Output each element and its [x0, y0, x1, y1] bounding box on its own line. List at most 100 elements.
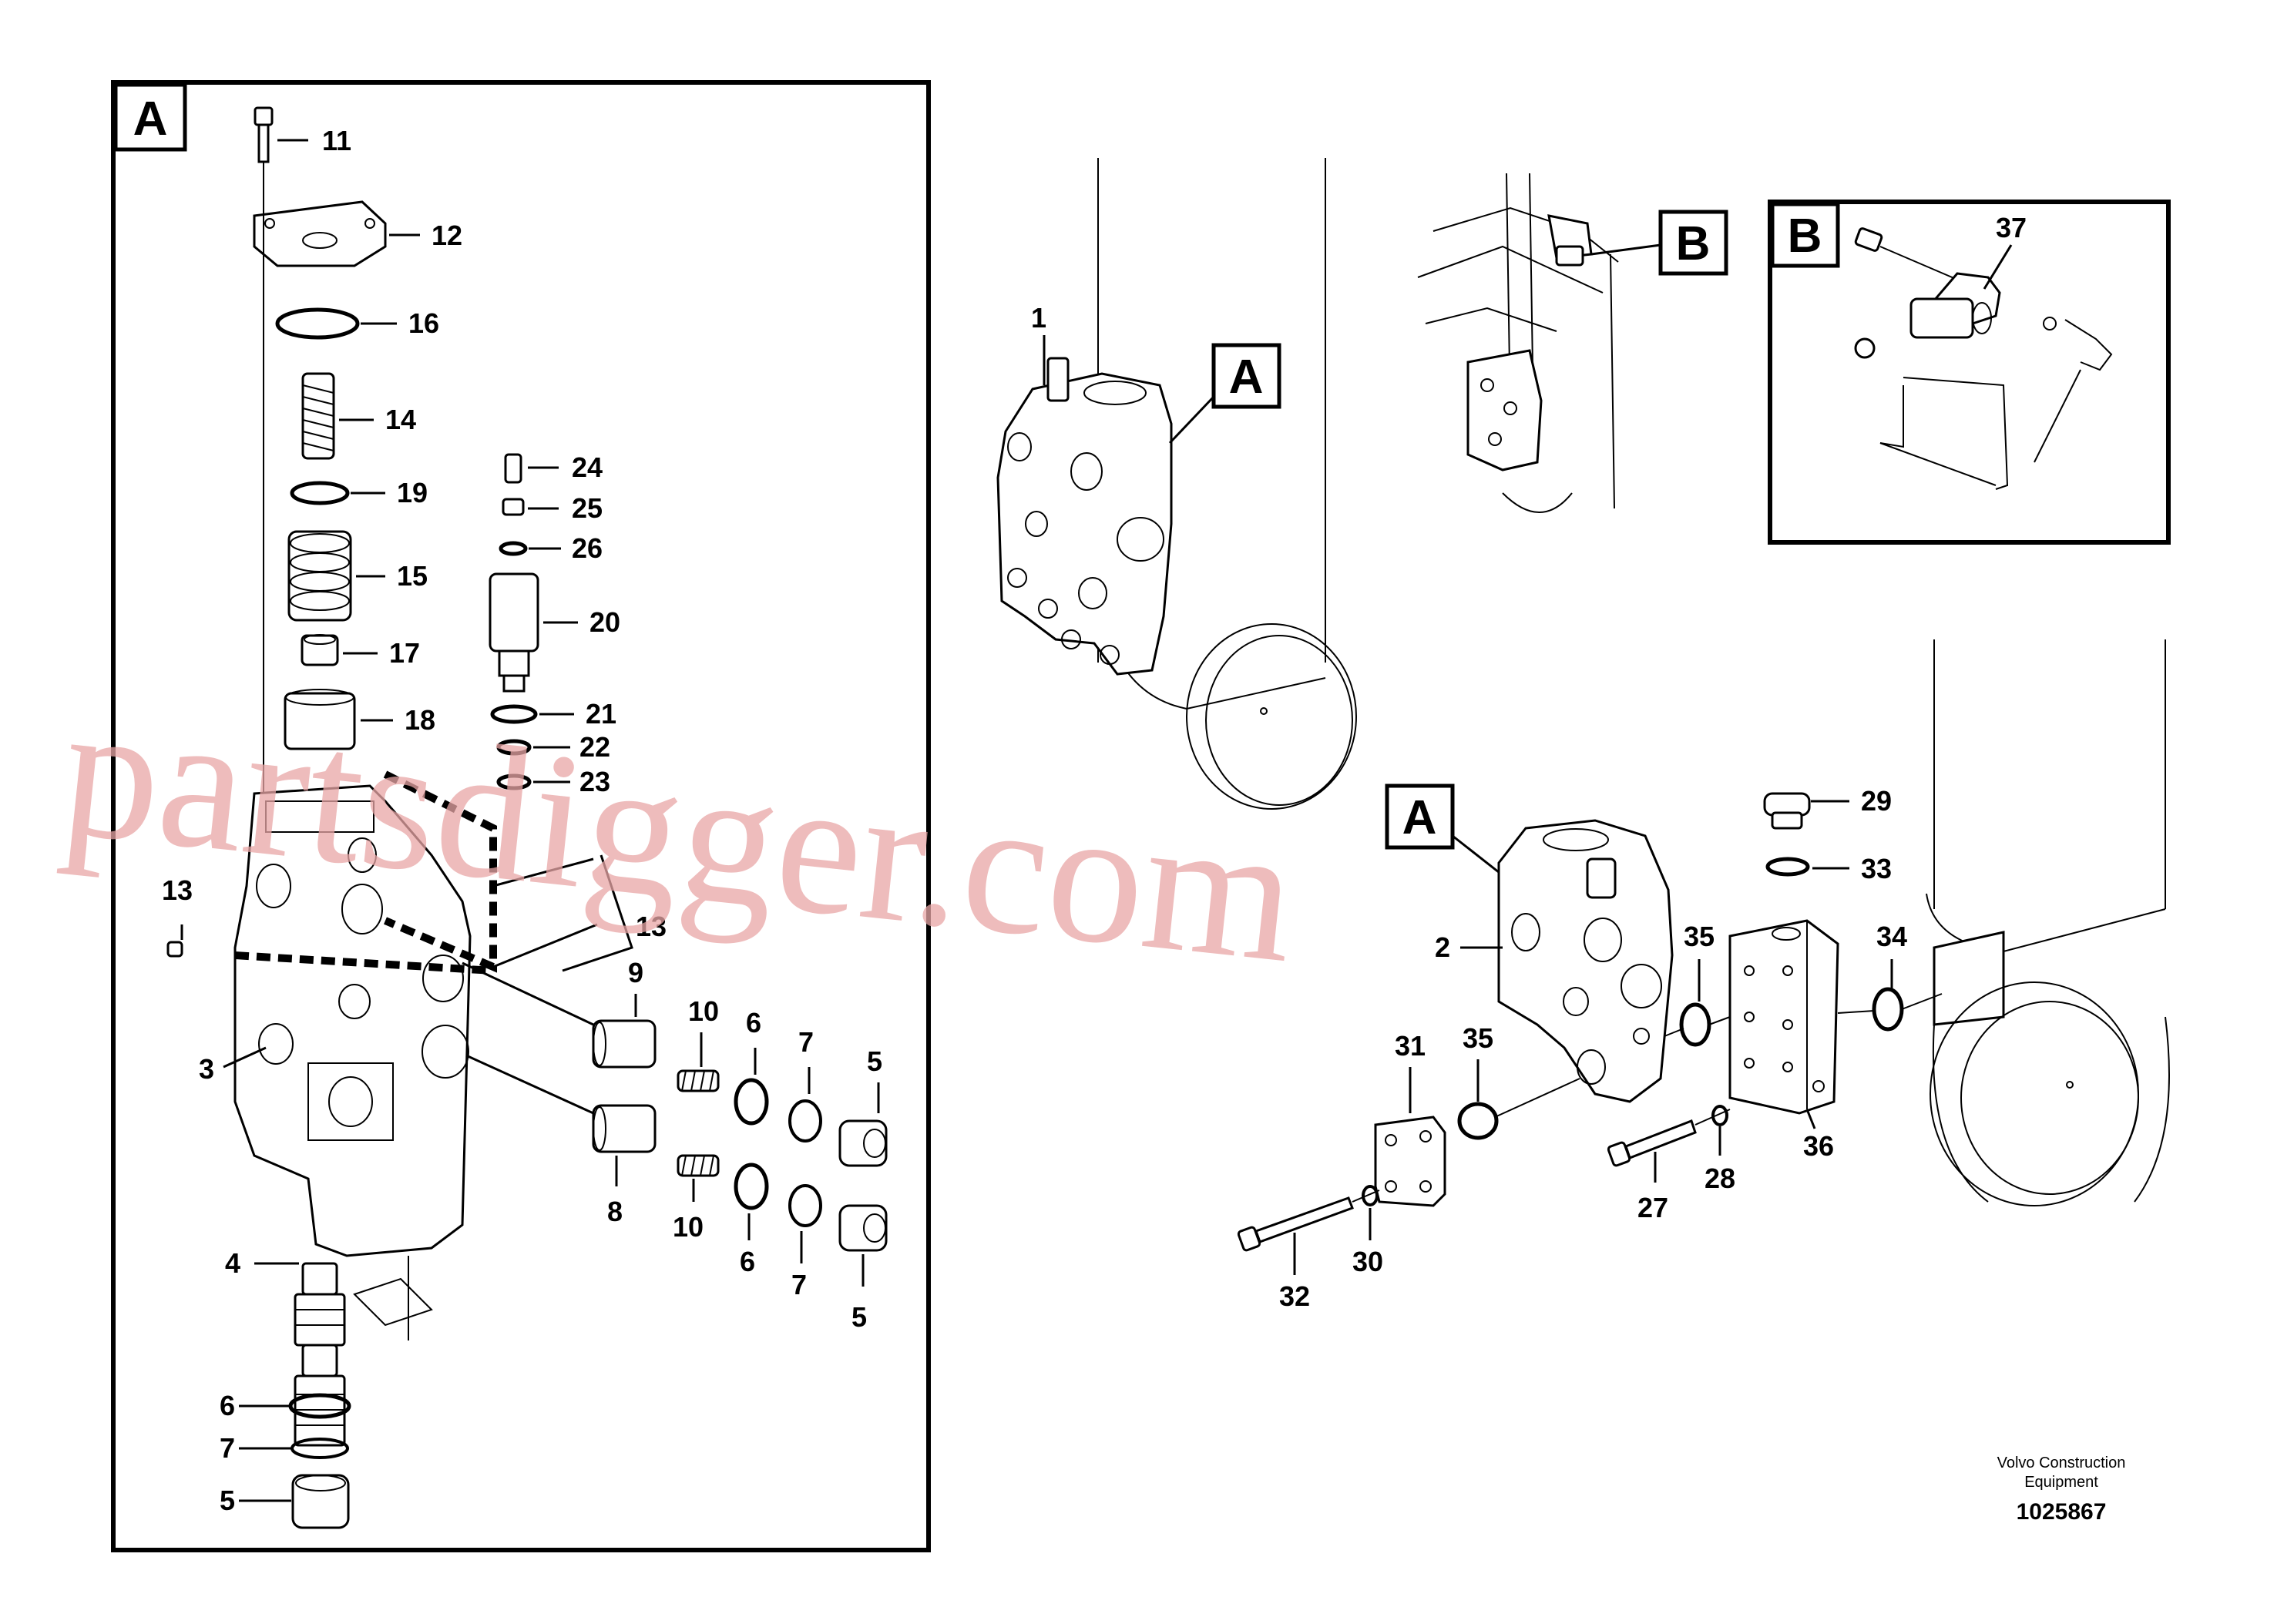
- label-23: 23: [579, 766, 610, 797]
- label-10-upper: 10: [688, 995, 719, 1027]
- detail-b-frame: [1768, 200, 2171, 545]
- plug-5-bottom: [291, 1474, 350, 1529]
- detail-b-tag: [1770, 202, 1840, 268]
- o-ring-26: [499, 541, 528, 556]
- label-8: 8: [607, 1196, 623, 1227]
- label-28: 28: [1705, 1163, 1735, 1194]
- label-7-lower: 7: [791, 1269, 807, 1300]
- plug-5-upper: [838, 1119, 888, 1167]
- label-18: 18: [405, 704, 435, 736]
- label-2: 2: [1435, 931, 1450, 963]
- plug-24: [504, 453, 522, 484]
- plunger-9: [592, 1019, 657, 1069]
- label-24: 24: [572, 451, 603, 483]
- label-29: 29: [1861, 785, 1892, 817]
- valve-body-detail-a: [233, 784, 472, 1257]
- bolt-27: [1607, 1119, 1697, 1167]
- label-5-upper: 5: [867, 1045, 882, 1077]
- o-ring-6-upper: [734, 1078, 769, 1126]
- spool-4: [294, 1262, 346, 1447]
- bolt-11: [254, 106, 274, 208]
- label-14: 14: [385, 404, 416, 435]
- label-31: 31: [1395, 1030, 1426, 1062]
- doc-number: 1025867: [2017, 1499, 2107, 1525]
- detail-a-letter: A: [133, 92, 168, 146]
- spring-10-lower: [677, 1154, 720, 1177]
- callout-b: [1658, 210, 1728, 276]
- boom-silhouette-right: [1926, 639, 2170, 1206]
- ring-23: [496, 773, 532, 790]
- spring-15: [287, 530, 352, 622]
- ring-22: [496, 739, 532, 756]
- plunger-8: [592, 1104, 657, 1153]
- callout-a-bottom-letter: A: [1402, 791, 1437, 844]
- solenoid-37: [1854, 227, 2113, 490]
- label-17: 17: [389, 637, 420, 669]
- label-35-lower: 35: [1463, 1022, 1493, 1054]
- washer-30: [1362, 1185, 1379, 1206]
- label-7-upper: 7: [798, 1026, 814, 1058]
- detail-a-tag: [113, 82, 187, 152]
- plate-31: [1374, 1116, 1446, 1207]
- label-15: 15: [397, 560, 428, 592]
- name-plate: [353, 1277, 433, 1327]
- label-13: 13: [636, 911, 667, 942]
- label-6-lower: 6: [740, 1246, 755, 1277]
- label-16: 16: [408, 307, 439, 339]
- ring-7-bottom: [291, 1438, 349, 1459]
- detail-b-letter: B: [1788, 210, 1822, 263]
- label-37: 37: [1996, 212, 2027, 243]
- o-ring-35-lower: [1457, 1102, 1499, 1140]
- label-19: 19: [397, 477, 428, 508]
- o-ring-33: [1765, 857, 1810, 877]
- label-5-lower: 5: [851, 1301, 867, 1333]
- label-6-bottom: 6: [220, 1390, 235, 1421]
- block-36: [1728, 919, 1839, 1115]
- label-5-bottom: 5: [220, 1485, 235, 1516]
- detail-a-frame: [111, 80, 931, 1552]
- o-ring-35-upper: [1679, 1002, 1711, 1047]
- label-1: 1: [1031, 302, 1046, 334]
- valve-assembly-2: [1497, 819, 1674, 1103]
- o-ring-16: [275, 307, 360, 340]
- pressure-switch-20: [489, 572, 539, 693]
- label-13-left: 13: [162, 874, 193, 906]
- label-22: 22: [579, 731, 610, 763]
- callout-a-top: [1211, 343, 1281, 409]
- spring-14: [301, 372, 335, 460]
- label-12: 12: [432, 220, 462, 251]
- plug-29: [1763, 792, 1811, 830]
- washer-28: [1711, 1105, 1728, 1126]
- o-ring-6-bottom: [288, 1393, 351, 1419]
- callout-b-letter: B: [1676, 217, 1711, 270]
- ring-7-upper: [788, 1099, 822, 1143]
- label-25: 25: [572, 492, 603, 524]
- o-ring-34: [1872, 987, 1904, 1032]
- label-36: 36: [1803, 1130, 1834, 1162]
- spring-10-upper: [677, 1069, 720, 1092]
- plug-5-lower: [838, 1204, 888, 1252]
- callout-a-top-letter: A: [1229, 351, 1264, 404]
- label-26: 26: [572, 532, 603, 564]
- label-20: 20: [589, 606, 620, 638]
- label-7-bottom: 7: [220, 1432, 235, 1464]
- plug-13: [166, 941, 183, 958]
- seat-17: [301, 634, 339, 666]
- label-33: 33: [1861, 853, 1892, 884]
- label-11: 11: [322, 125, 351, 156]
- maker-line-2: Equipment: [2024, 1474, 2098, 1491]
- label-35-upper: 35: [1684, 921, 1715, 952]
- label-3: 3: [199, 1053, 214, 1085]
- machine-location-sketch: [1417, 173, 1619, 513]
- label-21: 21: [586, 698, 616, 730]
- valve-assembly-1: [996, 357, 1173, 676]
- bolt-32: [1237, 1196, 1354, 1252]
- washer-19: [290, 481, 350, 505]
- label-32: 32: [1279, 1280, 1310, 1312]
- nut-25: [502, 498, 525, 516]
- ring-7-lower: [788, 1184, 822, 1227]
- o-ring-21: [490, 704, 538, 724]
- sleeve-18: [284, 689, 356, 750]
